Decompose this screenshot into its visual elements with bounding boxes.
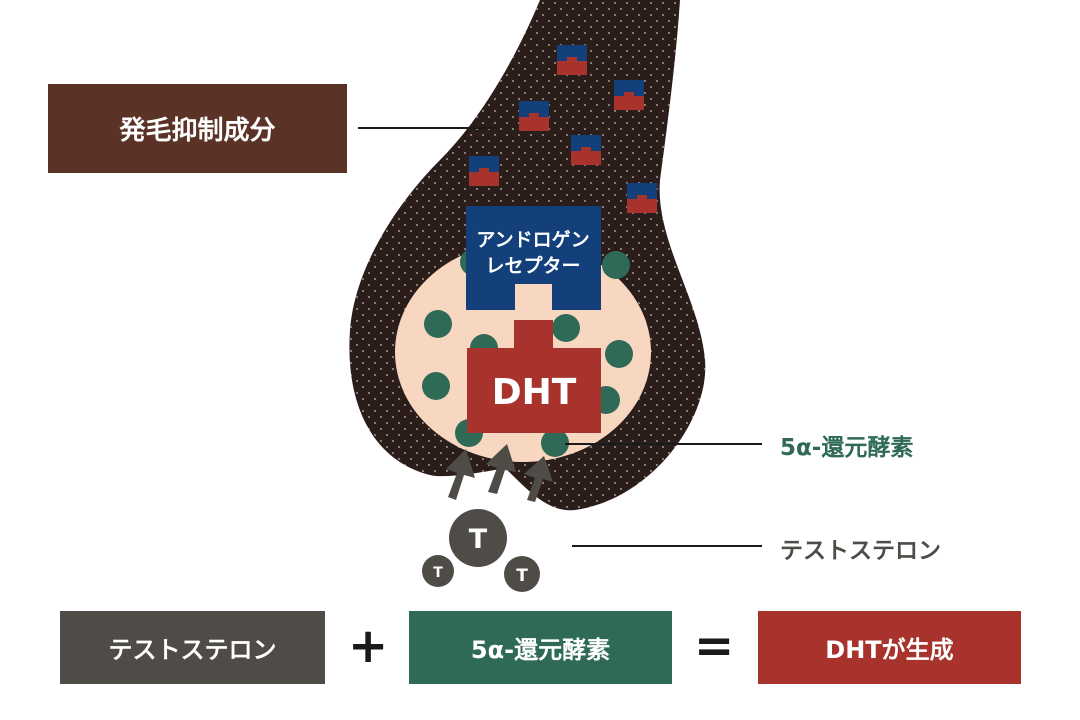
enzyme-side-text: 5α-還元酵素 bbox=[780, 435, 914, 461]
t-mark-small: T bbox=[433, 565, 443, 581]
testosterone-small bbox=[422, 555, 454, 587]
equation-enzyme-box: 5α-還元酵素 bbox=[409, 611, 672, 684]
equation-result-box: DHTが生成 bbox=[758, 611, 1021, 684]
inhibitor-icon bbox=[519, 101, 549, 131]
testosterone-medium bbox=[504, 556, 540, 592]
equation-testosterone-text: テストステロン bbox=[108, 636, 277, 664]
hair-loss-inhibitor-text: 発毛抑制成分 bbox=[119, 116, 276, 146]
equation-equals: = bbox=[694, 618, 735, 674]
equation-result-text: DHTが生成 bbox=[825, 636, 954, 664]
hair-loss-inhibitor-label: 発毛抑制成分 bbox=[48, 84, 347, 173]
up-arrow-icon bbox=[446, 449, 475, 500]
equation-testosterone-box: テストステロン bbox=[60, 611, 325, 684]
testosterone-side-label: テストステロン bbox=[780, 531, 941, 565]
up-arrow-icon bbox=[486, 444, 516, 494]
testosterone-molecules: T T T bbox=[422, 509, 540, 592]
receptor-label-line2: レセプター bbox=[485, 254, 580, 277]
enzyme-dot bbox=[602, 251, 630, 279]
enzyme-dot bbox=[605, 340, 633, 368]
androgen-receptor: アンドロゲン レセプター bbox=[466, 206, 601, 310]
enzyme-dot bbox=[552, 314, 580, 342]
enzyme-dot bbox=[541, 429, 569, 457]
dht-block: DHT bbox=[467, 320, 601, 433]
enzyme-side-label: 5α-還元酵素 bbox=[780, 428, 913, 462]
dht-label: DHT bbox=[492, 372, 577, 413]
inhibitor-icon bbox=[469, 156, 499, 186]
enzyme-dot bbox=[424, 310, 452, 338]
inhibitor-icon bbox=[557, 45, 587, 75]
enzyme-dot bbox=[422, 372, 450, 400]
inhibitor-icon bbox=[614, 80, 644, 110]
testosterone-large bbox=[449, 509, 507, 567]
testosterone-side-text: テストステロン bbox=[780, 538, 941, 564]
inhibitor-icon bbox=[627, 183, 657, 213]
equation-enzyme-text: 5α-還元酵素 bbox=[470, 636, 611, 664]
inhibitor-molecules bbox=[469, 45, 657, 213]
up-arrow-icon bbox=[524, 456, 553, 502]
t-mark-large: T bbox=[469, 524, 488, 555]
t-mark-medium: T bbox=[516, 566, 528, 586]
equation-plus: + bbox=[348, 618, 389, 674]
conversion-arrows bbox=[446, 444, 553, 502]
inhibitor-icon bbox=[571, 135, 601, 165]
receptor-label-line1: アンドロゲン bbox=[476, 229, 589, 251]
